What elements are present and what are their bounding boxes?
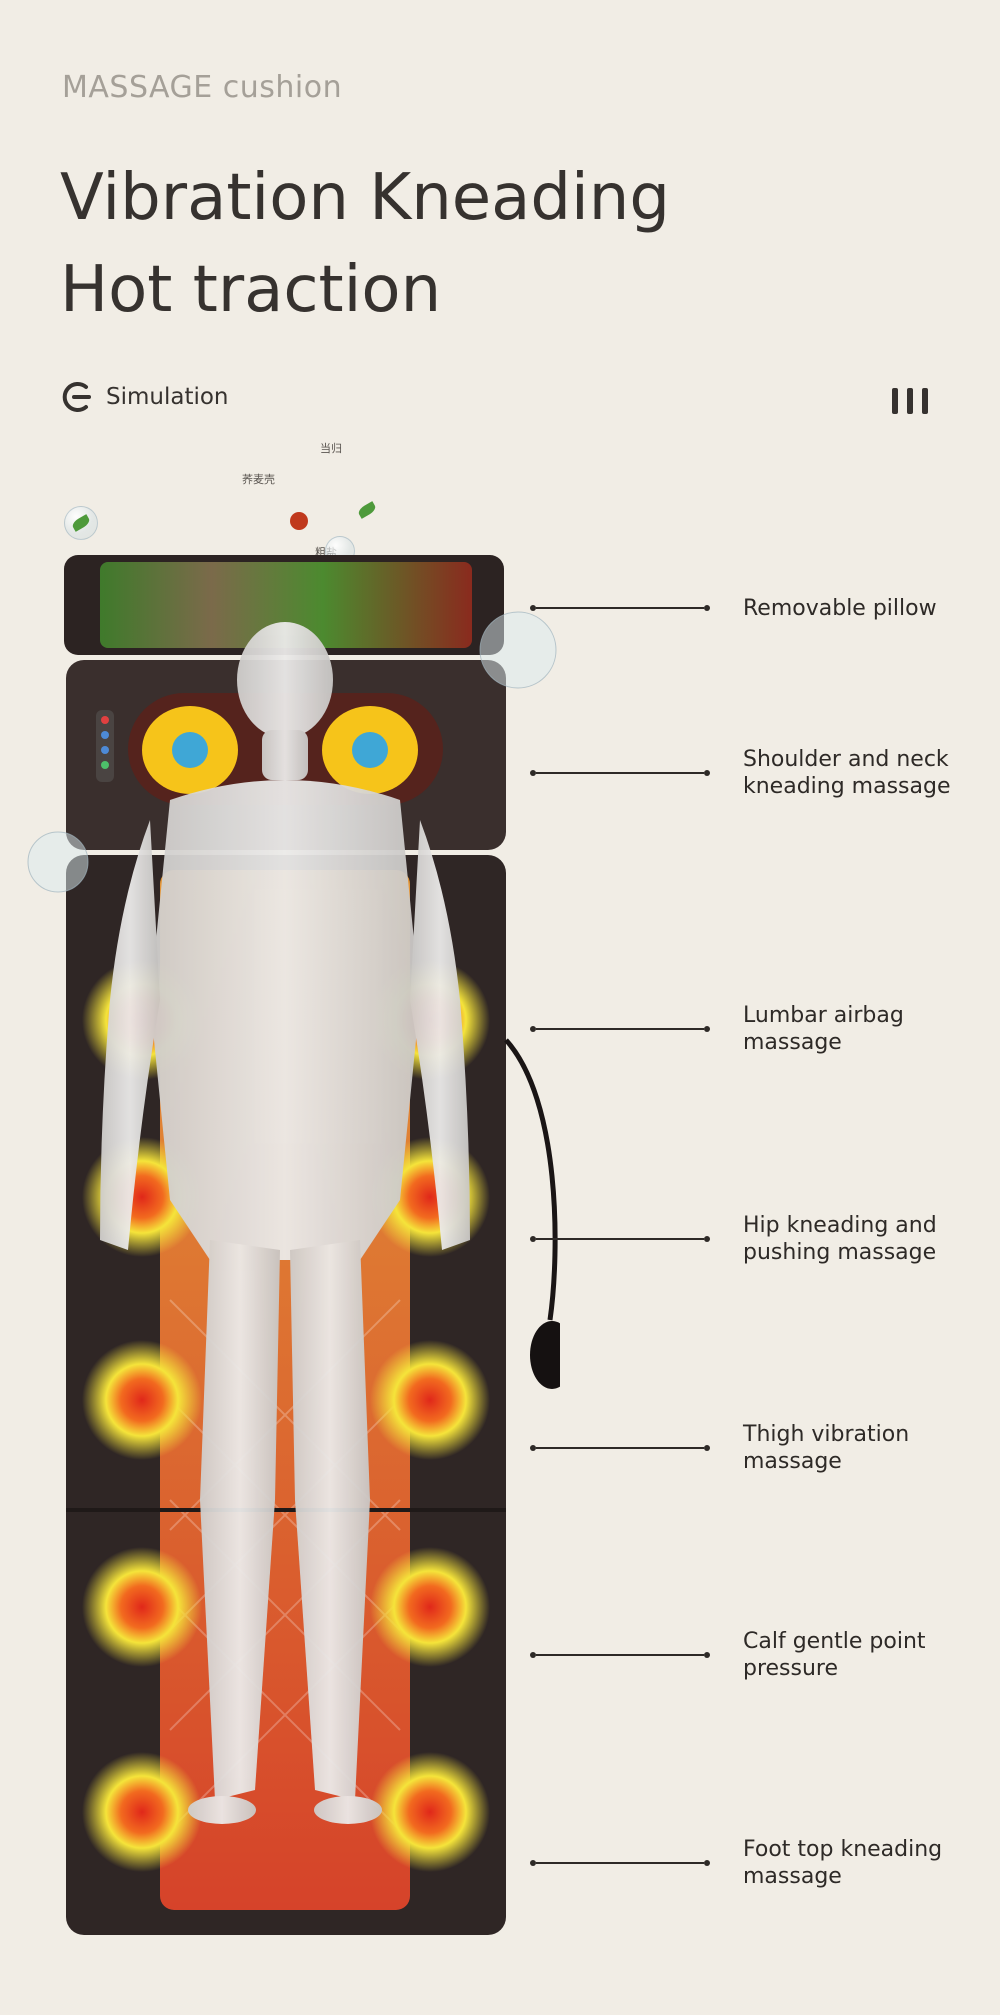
vertical-bars-icon	[892, 388, 928, 414]
herb-label-angelica: 当归	[320, 442, 342, 455]
eyebrow-text: MASSAGE cushion	[62, 70, 343, 105]
human-figure	[100, 622, 470, 1824]
massage-mat-illustration	[27, 555, 560, 1935]
leaf-icon	[356, 501, 378, 519]
herb-label-buckwheat: 荞麦壳	[242, 473, 275, 486]
headline-line-1: Vibration Kneading	[60, 161, 670, 235]
page-title: Vibration Kneading Hot traction	[60, 152, 670, 336]
headline-line-2: Hot traction	[60, 253, 442, 327]
power-e-icon	[62, 382, 91, 412]
simulation-label: Simulation	[62, 380, 229, 414]
chili-icon	[290, 512, 308, 530]
callout-removable-pillow: Removable pillow	[530, 578, 937, 638]
herb-bubble	[479, 611, 557, 689]
herb-bubble	[27, 831, 89, 893]
simulation-text: Simulation	[106, 384, 229, 410]
